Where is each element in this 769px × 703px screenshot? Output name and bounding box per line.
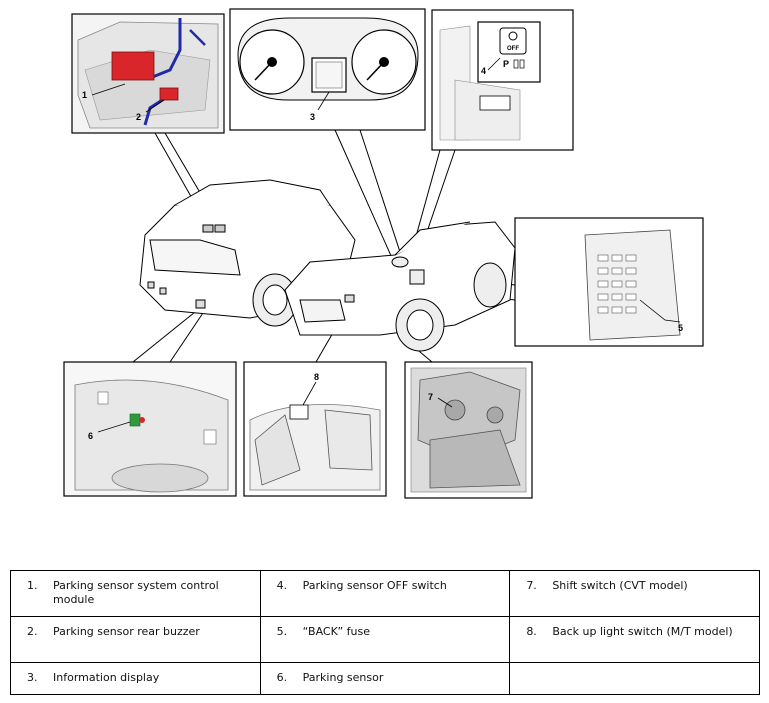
legend-row: 2. Parking sensor rear buzzer 5. “BACK” fu… bbox=[10, 616, 760, 663]
legend-cell: 2. Parking sensor rear buzzer bbox=[10, 616, 261, 663]
legend-number: 8. bbox=[526, 625, 537, 638]
parking-sensor-location-diagram: 1 2 3 OFF P 4 bbox=[63, 8, 704, 499]
legend-number: 4. bbox=[276, 579, 288, 592]
legend-table: 1. Parking sensor system control module 4… bbox=[10, 570, 760, 695]
off-label: OFF bbox=[507, 46, 519, 52]
callout-7: 7 bbox=[428, 392, 433, 402]
legend-cell-empty bbox=[509, 662, 760, 695]
legend-number: 1. bbox=[27, 579, 38, 592]
legend-cell: 3. Information display bbox=[10, 662, 261, 695]
legend-row: 3. Information display 6. Parking sensor bbox=[10, 662, 760, 695]
legend-label: Shift switch (CVT model) bbox=[552, 579, 688, 592]
panel-shift-switch: 7 bbox=[404, 361, 533, 499]
legend-label: Back up light switch (M/T model) bbox=[552, 625, 733, 638]
legend-label: Parking sensor system control module bbox=[53, 579, 219, 606]
panel-off-switch: OFF P 4 bbox=[431, 9, 574, 151]
front-car-illustration bbox=[284, 221, 516, 352]
callout-6: 6 bbox=[88, 431, 93, 441]
rear-buzzer-shape bbox=[159, 87, 179, 101]
off-switch-button bbox=[499, 27, 527, 55]
callout-8: 8 bbox=[314, 372, 319, 382]
legend-label: Parking sensor bbox=[302, 671, 384, 684]
parking-sensor-shape bbox=[129, 413, 141, 427]
legend-cell: 6. Parking sensor bbox=[259, 662, 511, 695]
legend-number: 7. bbox=[526, 579, 537, 592]
callout-2: 2 bbox=[136, 112, 141, 122]
callout-4: 4 bbox=[481, 66, 486, 76]
panel-parking-sensor: 6 bbox=[63, 361, 237, 497]
legend-row: 1. Parking sensor system control module 4… bbox=[10, 570, 760, 617]
panel-information-display: 3 bbox=[229, 8, 426, 131]
legend-label: Information display bbox=[53, 671, 160, 684]
legend-number: 2. bbox=[27, 625, 38, 638]
legend-number: 3. bbox=[27, 671, 38, 684]
legend-label: Parking sensor rear buzzer bbox=[53, 625, 200, 638]
park-label: P bbox=[503, 59, 509, 69]
legend-cell: 7. Shift switch (CVT model) bbox=[509, 570, 760, 617]
callout-3: 3 bbox=[310, 112, 315, 122]
legend-label: “BACK” fuse bbox=[302, 625, 370, 638]
panel-backup-light-switch: 8 bbox=[243, 361, 387, 497]
harness-wire bbox=[149, 18, 182, 80]
callout-5: 5 bbox=[678, 323, 683, 333]
callout-1: 1 bbox=[82, 90, 87, 100]
legend-cell: 8. Back up light switch (M/T model) bbox=[509, 616, 760, 663]
legend-label: Parking sensor OFF switch bbox=[302, 579, 447, 592]
panel-control-module: 1 2 bbox=[71, 13, 225, 134]
control-module-shape bbox=[111, 51, 155, 81]
legend-number: 5. bbox=[276, 625, 288, 638]
panel-back-fuse: 5 bbox=[514, 217, 704, 347]
legend-cell: 1. Parking sensor system control module bbox=[10, 570, 261, 617]
legend-number: 6. bbox=[276, 671, 288, 684]
legend-cell: 4. Parking sensor OFF switch bbox=[259, 570, 511, 617]
legend-cell: 5. “BACK” fuse bbox=[259, 616, 511, 663]
